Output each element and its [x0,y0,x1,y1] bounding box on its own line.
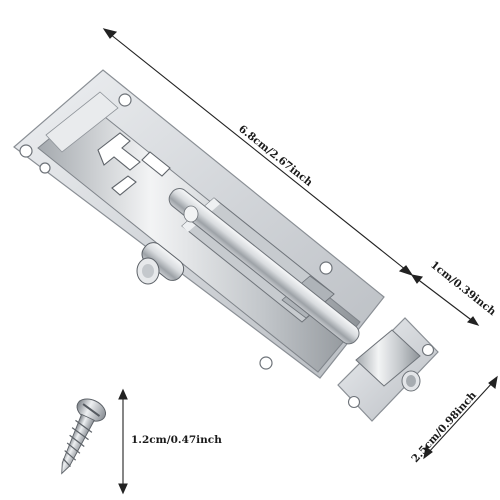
bolt-rod [168,188,360,345]
mounting-holes [19,93,333,370]
dimension-length-label: 6.8cm/2.67inch [236,123,315,189]
dimension-keeper-height-label: 2.5cm/0.98inch [409,389,479,465]
mounting-hole [319,261,333,275]
bolt-slots [97,132,171,196]
dimension-screw-length [118,388,128,495]
dimension-bolt-diameter-label: 1cm/0.39inch [428,259,498,318]
bolt-slot [111,175,137,196]
dimension-keeper-height [423,375,498,460]
keeper-hole [421,343,435,357]
bolt-slot [97,132,141,171]
bolt-slot [141,151,171,177]
dimension-length [102,28,414,277]
mounting-hole [259,356,273,370]
mounting-hole [39,162,51,174]
mounting-hole [19,144,33,158]
screw [61,398,107,475]
keeper-hole [347,395,361,409]
mounting-hole [118,93,132,107]
keeper [337,317,439,422]
dimension-bolt-diameter [410,274,480,326]
dimension-screw-length-label: 1.2cm/0.47inch [131,434,222,446]
bolt-knob [136,205,199,285]
